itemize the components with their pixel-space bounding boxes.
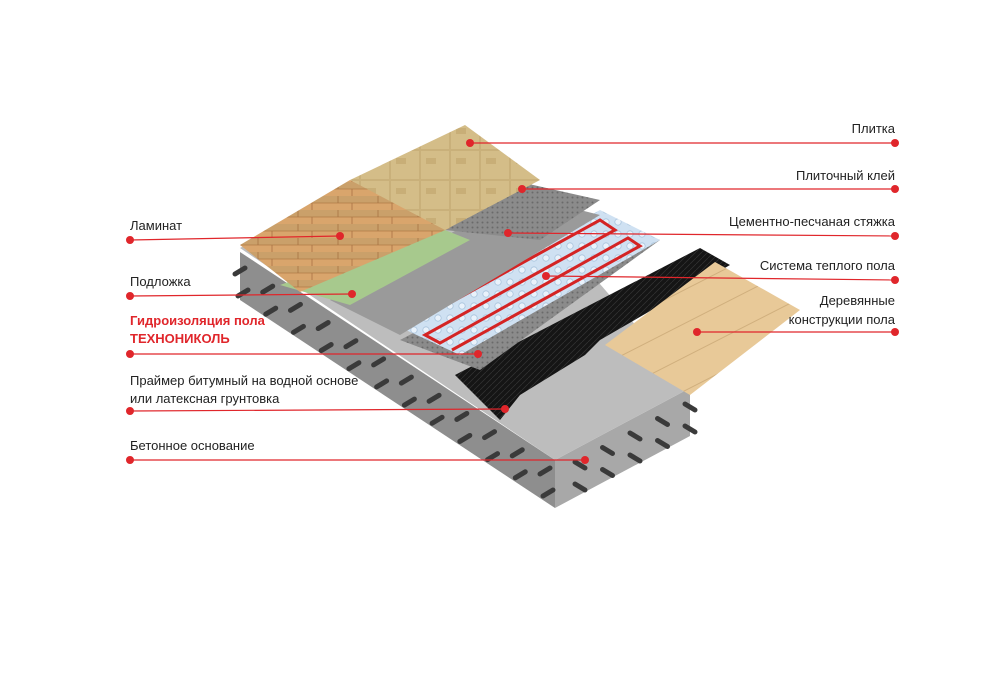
- rebar-stub: [429, 414, 445, 426]
- rebar-stub: [457, 432, 473, 444]
- rebar-stub: [287, 301, 303, 313]
- label-tile: Плитка: [851, 121, 895, 136]
- label-waterproofing-line1: Гидроизоляция пола: [130, 313, 265, 328]
- leader-adhesive-end: [891, 185, 899, 193]
- rebar-stub: [401, 396, 417, 408]
- label-concrete-base: Бетонное основание: [130, 438, 255, 453]
- leader-laminate-start: [126, 236, 134, 244]
- rebar-stub: [346, 360, 362, 372]
- rebar-stub: [655, 438, 670, 449]
- rebar-stub: [232, 265, 248, 277]
- rebar-stub: [627, 430, 643, 442]
- rebar-stub: [290, 323, 306, 335]
- rebar-stub: [509, 447, 525, 459]
- leader-adhesive-start: [518, 185, 526, 193]
- rebar-stub: [315, 320, 331, 332]
- label-underlay: Подложка: [130, 274, 191, 289]
- tile-adhesive-layer: [445, 182, 600, 240]
- rebar-stub: [485, 451, 501, 463]
- rebar-stub: [537, 465, 553, 477]
- label-screed: Цементно-песчаная стяжка: [729, 214, 895, 229]
- leader-underlay: [129, 293, 353, 297]
- leader-heated-start: [542, 272, 550, 280]
- rebar-stub: [600, 467, 615, 478]
- leader-screed: [507, 232, 896, 237]
- leader-concrete-start: [126, 456, 134, 464]
- leader-waterproofing-start: [126, 350, 134, 358]
- rebar-stub: [318, 342, 334, 354]
- rebar-stub: [682, 423, 698, 435]
- leader-laminate-end: [336, 232, 344, 240]
- underlay-layer: [280, 228, 470, 305]
- rebar-stub: [627, 452, 643, 464]
- rebar-stub: [600, 445, 615, 456]
- leader-tile-start: [466, 139, 474, 147]
- rebar-stub: [540, 487, 556, 499]
- leader-wood-start: [693, 328, 701, 336]
- leader-wood-end: [891, 328, 899, 336]
- rebar-front-group: [232, 265, 556, 499]
- leader-underlay-end: [348, 290, 356, 298]
- concrete-slab-front: [240, 252, 555, 508]
- rebar-stub: [343, 338, 359, 350]
- wood-structure-layer: [605, 262, 800, 395]
- rebar-stub: [572, 459, 588, 471]
- leader-screed-end: [891, 232, 899, 240]
- leader-underlay-start: [126, 292, 134, 300]
- rebar-stub: [426, 392, 442, 404]
- leader-screed-start: [504, 229, 512, 237]
- rebar-stub: [374, 378, 390, 390]
- leader-waterproofing-end: [474, 350, 482, 358]
- leader-lines: [126, 139, 899, 464]
- leader-concrete-end: [581, 456, 589, 464]
- primer-layer: [455, 248, 730, 420]
- rebar-stub: [260, 283, 276, 295]
- leader-tile-end: [891, 139, 899, 147]
- rebar-stub: [482, 429, 498, 441]
- rebar-stub: [371, 356, 387, 368]
- rebar-stub: [572, 481, 588, 493]
- leader-primer: [129, 408, 506, 412]
- leader-primer-start: [126, 407, 134, 415]
- rebar-right-group: [572, 401, 698, 493]
- rebar-stub: [454, 410, 470, 422]
- rebar-stub: [398, 374, 414, 386]
- tile-layer: [350, 125, 540, 230]
- label-tile-adhesive: Плиточный клей: [795, 168, 895, 183]
- rebar-stub: [682, 401, 698, 413]
- rebar-stub: [263, 305, 279, 317]
- heating-cable: [409, 218, 643, 352]
- rebar-stub: [512, 469, 528, 481]
- label-primer-line2: или латексная грунтовка: [130, 391, 280, 406]
- label-primer-line1: Праймер битумный на водной основе: [130, 373, 359, 388]
- label-wood-line2: конструкции пола: [788, 312, 895, 327]
- heating-mat: [395, 210, 660, 355]
- leader-heated: [545, 275, 896, 281]
- leader-primer-end: [501, 405, 509, 413]
- label-wood-line1: Деревянные: [819, 293, 895, 308]
- leader-heated-end: [891, 276, 899, 284]
- label-heated-floor: Система теплого пола: [759, 258, 895, 273]
- laminate-layer: [240, 180, 450, 292]
- leader-laminate: [129, 235, 341, 241]
- rebar-stub: [655, 416, 670, 427]
- label-waterproofing-line2: ТЕХНОНИКОЛЬ: [130, 331, 230, 346]
- label-laminate: Ламинат: [130, 218, 183, 233]
